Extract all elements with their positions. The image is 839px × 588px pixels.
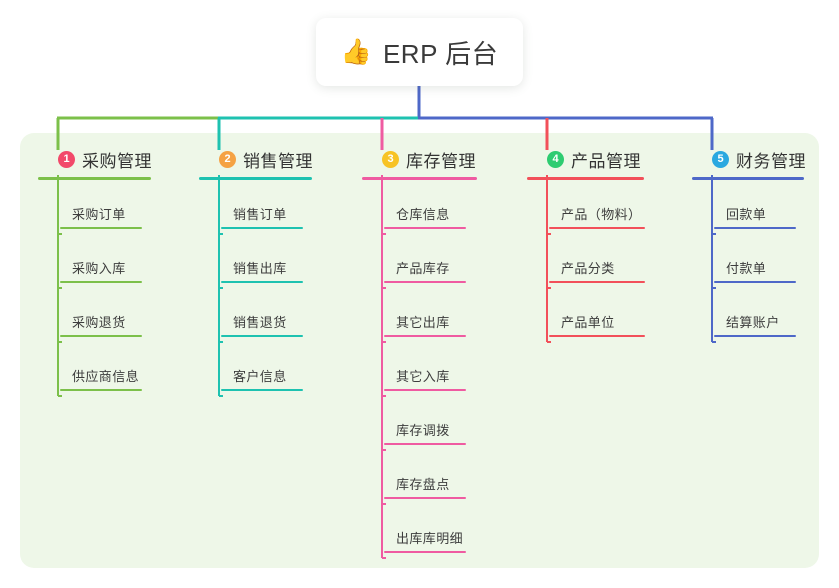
branch-child-label: 销售订单 <box>233 207 287 222</box>
branch-child-underline <box>221 335 303 337</box>
branch-child-underline <box>549 227 645 229</box>
thumbs-up-icon: 👍 <box>340 37 372 66</box>
branch-child-label: 销售退货 <box>233 315 287 330</box>
branch-child-label: 采购退货 <box>72 315 126 330</box>
branch-child-item[interactable]: 仓库信息 <box>384 204 466 229</box>
branch-child-underline <box>384 227 466 229</box>
branch-child-item[interactable]: 其它出库 <box>384 312 466 337</box>
branch-child-underline <box>714 335 796 337</box>
branch-underline <box>199 177 312 180</box>
branch-child-underline <box>384 497 466 499</box>
branch-child-label: 产品单位 <box>561 315 615 330</box>
branch-title: 产品管理 <box>571 151 641 171</box>
root-title: ERP 后台 <box>382 38 499 69</box>
branch-child-underline <box>714 227 796 229</box>
branch-number-badge: 5 <box>712 150 729 168</box>
branch-child-item[interactable]: 采购退货 <box>60 312 142 337</box>
branch-child-underline <box>549 281 645 283</box>
branch-title: 销售管理 <box>243 151 313 171</box>
branch-child-label: 销售出库 <box>233 261 287 276</box>
branch-child-item[interactable]: 结算账户 <box>714 312 796 337</box>
branch-child-label: 库存调拨 <box>396 423 450 438</box>
branch-child-underline <box>60 227 142 229</box>
branch-child-underline <box>384 389 466 391</box>
branch-child-item[interactable]: 销售退货 <box>221 312 303 337</box>
branch-child-label: 采购入库 <box>72 261 126 276</box>
branch-child-underline <box>60 281 142 283</box>
branch-header-销售管理[interactable]: 2 销售管理 <box>199 146 347 172</box>
branch-child-label: 产品分类 <box>561 261 615 276</box>
branch-child-label: 库存盘点 <box>396 477 450 492</box>
branch-child-item[interactable]: 产品单位 <box>549 312 645 337</box>
branch-title: 库存管理 <box>406 151 476 171</box>
branch-child-item[interactable]: 回款单 <box>714 204 796 229</box>
branch-underline <box>362 177 477 180</box>
branch-child-item[interactable]: 库存调拨 <box>384 420 466 445</box>
branch-child-underline <box>549 335 645 337</box>
root-node[interactable]: 👍 ERP 后台 <box>316 18 523 86</box>
branch-child-label: 付款单 <box>726 261 767 276</box>
branch-child-label: 产品库存 <box>396 261 450 276</box>
branch-title: 财务管理 <box>736 151 806 171</box>
branch-child-item[interactable]: 产品库存 <box>384 258 466 283</box>
branch-number-badge: 2 <box>219 150 236 168</box>
branch-header-采购管理[interactable]: 1 采购管理 <box>38 146 186 172</box>
branch-child-item[interactable]: 其它入库 <box>384 366 466 391</box>
branch-child-underline <box>384 551 466 553</box>
branch-child-label: 结算账户 <box>726 315 780 330</box>
branch-child-item[interactable]: 产品（物料） <box>549 204 645 229</box>
branch-child-label: 产品（物料） <box>561 207 642 222</box>
branch-underline <box>527 177 644 180</box>
branch-child-underline <box>60 335 142 337</box>
branch-child-item[interactable]: 采购订单 <box>60 204 142 229</box>
branch-child-underline <box>384 281 466 283</box>
branch-child-underline <box>221 389 303 391</box>
branch-child-underline <box>221 281 303 283</box>
branch-child-item[interactable]: 销售订单 <box>221 204 303 229</box>
branch-number-badge: 3 <box>382 150 399 168</box>
branch-underline <box>38 177 151 180</box>
branch-number-badge: 1 <box>58 150 75 168</box>
branch-column-销售管理: 2 销售管理销售订单销售出库销售退货客户信息 <box>199 146 347 391</box>
branch-child-label: 出库库明细 <box>396 531 464 546</box>
branch-child-label: 其它出库 <box>396 315 450 330</box>
branch-column-库存管理: 3 库存管理仓库信息产品库存其它出库其它入库库存调拨库存盘点出库库明细 <box>362 146 514 553</box>
branch-child-item[interactable]: 出库库明细 <box>384 528 466 553</box>
branch-child-label: 回款单 <box>726 207 767 222</box>
branch-child-item[interactable]: 付款单 <box>714 258 796 283</box>
branch-title: 采购管理 <box>82 151 152 171</box>
branch-child-underline <box>60 389 142 391</box>
branch-child-label: 采购订单 <box>72 207 126 222</box>
branch-child-underline <box>384 335 466 337</box>
branch-child-underline <box>714 281 796 283</box>
branch-child-underline <box>221 227 303 229</box>
branch-child-item[interactable]: 产品分类 <box>549 258 645 283</box>
branch-underline <box>692 177 804 180</box>
branch-child-item[interactable]: 供应商信息 <box>60 366 142 391</box>
branch-child-item[interactable]: 客户信息 <box>221 366 303 391</box>
branch-child-label: 客户信息 <box>233 369 287 384</box>
branch-child-label: 其它入库 <box>396 369 450 384</box>
branch-number-badge: 4 <box>547 150 564 168</box>
diagram-background-panel <box>20 133 819 568</box>
branch-column-财务管理: 5 财务管理回款单付款单结算账户 <box>692 146 839 337</box>
branch-column-产品管理: 4 产品管理产品（物料） 产品分类产品单位 <box>527 146 687 337</box>
branch-header-库存管理[interactable]: 3 库存管理 <box>362 146 514 172</box>
branch-child-underline <box>384 443 466 445</box>
branch-column-采购管理: 1 采购管理采购订单采购入库采购退货供应商信息 <box>38 146 186 391</box>
branch-child-label: 供应商信息 <box>72 369 140 384</box>
branch-child-item[interactable]: 库存盘点 <box>384 474 466 499</box>
branch-child-item[interactable]: 销售出库 <box>221 258 303 283</box>
branch-child-label: 仓库信息 <box>396 207 450 222</box>
branch-header-财务管理[interactable]: 5 财务管理 <box>692 146 839 172</box>
branch-header-产品管理[interactable]: 4 产品管理 <box>527 146 687 172</box>
branch-child-item[interactable]: 采购入库 <box>60 258 142 283</box>
